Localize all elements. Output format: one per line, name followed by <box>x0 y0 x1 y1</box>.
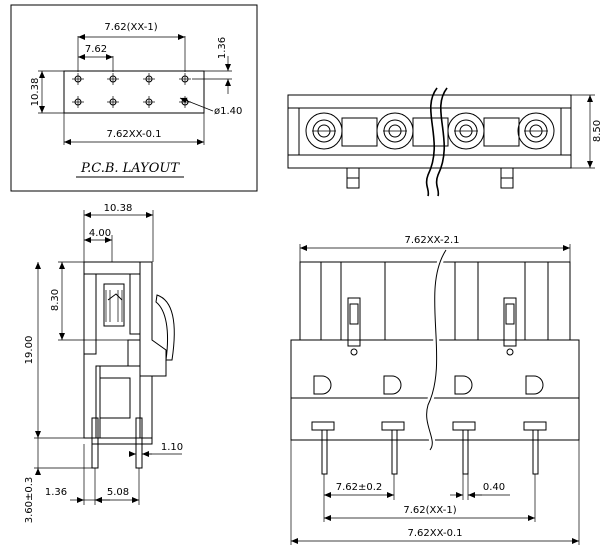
side-view: 10.38 4.00 8.30 19.00 <box>24 203 183 523</box>
dim-front-width-bottom: 7.62XX-0.1 <box>408 528 463 539</box>
pcb-hole <box>72 73 84 85</box>
top-view-body <box>287 94 572 169</box>
dim-side-depth: 10.38 <box>104 203 133 214</box>
side-pin <box>135 417 143 469</box>
screw <box>517 112 555 150</box>
pcb-hole <box>143 96 155 108</box>
dim-pcb-pitch: 7.62 <box>85 44 107 55</box>
front-clip <box>503 297 517 356</box>
pcb-layout-frame <box>10 4 258 192</box>
dim-side-offset-top: 4.00 <box>89 228 111 239</box>
dim-side-total-height: 19.00 <box>24 336 35 365</box>
dim-pcb-hole: ø1.40 <box>214 106 242 117</box>
dim-front-pin-thickness: 0.40 <box>483 482 505 493</box>
dim-pcb-offset: 1.36 <box>217 37 228 59</box>
pcb-holes <box>72 73 191 108</box>
pcb-hole <box>107 96 119 108</box>
front-pins <box>321 429 539 475</box>
dim-pcb-width-top: 7.62(XX-1) <box>104 22 157 33</box>
dim-top-height: 8.50 <box>592 120 603 142</box>
pcb-hole <box>179 73 191 85</box>
front-view: 7.62XX-2.1 <box>290 235 580 545</box>
dim-front-span: 7.62(XX-1) <box>403 505 456 516</box>
screw <box>447 112 485 150</box>
pcb-layout-title: P.C.B. LAYOUT <box>80 161 180 176</box>
dim-pcb-width-bottom: 7.62XX-0.1 <box>107 129 162 140</box>
pcb-hole <box>143 73 155 85</box>
pcb-layout-view: 7.62(XX-1) 7.62 1.36 10.38 ø1.40 7.62XX-… <box>10 4 258 192</box>
dim-side-upper-height: 8.30 <box>50 289 61 311</box>
pcb-footprint-outline <box>63 70 205 114</box>
side-pin <box>91 417 99 469</box>
screw <box>305 112 343 150</box>
pcb-hole <box>72 96 84 108</box>
dim-front-pitch: 7.62±0.2 <box>336 482 383 493</box>
dim-side-pin-length: 3.60±0.3 <box>24 477 35 524</box>
dim-pcb-height: 10.38 <box>30 78 41 107</box>
pcb-hole <box>107 73 119 85</box>
front-contacts <box>313 375 544 395</box>
dim-front-width-top: 7.62XX-2.1 <box>405 235 460 246</box>
front-clip <box>347 297 361 356</box>
screw <box>376 112 414 150</box>
top-view: 8.50 <box>287 87 603 197</box>
dim-side-pin-width: 1.10 <box>161 442 183 453</box>
dim-side-pin-pitch: 5.08 <box>107 487 129 498</box>
dim-side-pin-offset: 1.36 <box>45 487 67 498</box>
